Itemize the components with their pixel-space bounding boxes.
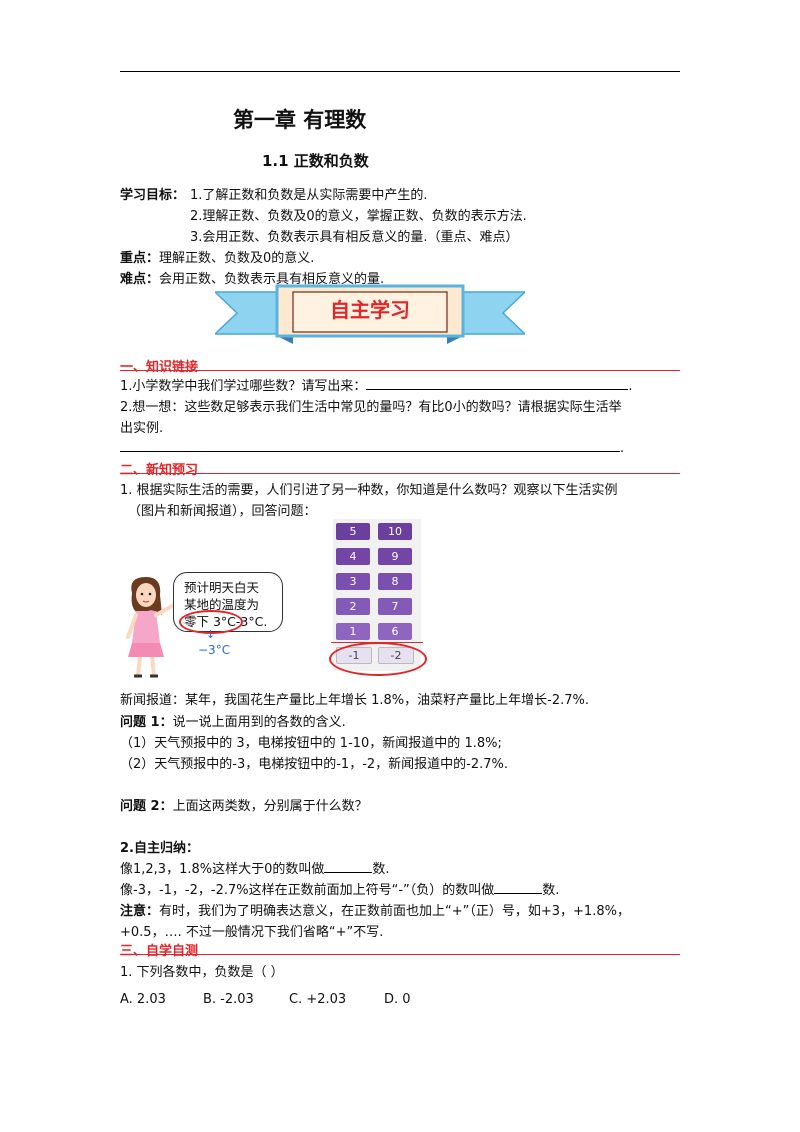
summary-2-end: 数. [542,883,560,898]
girl-teacher-icon [126,577,176,678]
part1-q2-line1: 2.想一想：这些数足够表示我们生活中常见的量吗？有比0小的数吗？请根据实际生活举 [120,400,622,415]
summary-2: 像-3，-1，-2，-2.7%这样在正数前面加上符号“-”（负）的数叫做 数. [120,879,559,898]
question-2-label: 问题 2： [120,799,173,814]
goal-item: 1.了解正数和负数是从实际需要中产生的. [190,188,428,203]
key-point: 重点：理解正数、负数及0的意义. [120,247,314,266]
elevator-button: 6 [378,623,412,640]
key-point-text: 理解正数、负数及0的意义. [159,251,315,266]
answer-blank[interactable] [324,859,373,873]
arrow-down-icon: ↓ [206,628,216,641]
option-c[interactable]: C. +2.03 [289,992,347,1007]
elevator-button: 10 [378,523,412,540]
elevator-button: 9 [378,548,412,565]
chapter-title: 第一章 有理数 [233,108,367,132]
part3-divider [120,954,680,955]
option-d[interactable]: D. 0 [384,992,411,1007]
question-1-text: 说一说上面用到的各数的含义. [172,715,346,730]
goal-item: 2.理解正数、负数及0的意义，掌握正数、负数的表示方法. [190,209,527,224]
part1-heading: 一、知识链接 [120,360,199,375]
top-rule [120,71,680,72]
part1-q1-end: . [628,379,633,394]
part1-q1: 1.小学数学中我们学过哪些数？请写出来：. [120,375,633,394]
elevator-button: 5 [336,523,370,540]
difficulty-text: 会用正数、负数表示具有相反意义的量. [159,272,385,287]
part2-intro-line1: 1. 根据实际生活的需要，人们引进了另一种数，你知道是什么数吗？观察以下生活实例 [120,483,618,498]
elevator-button: 2 [336,598,370,615]
summary-1: 像1,2,3，1.8%这样大于0的数叫做 数. [120,858,390,877]
banner-text: 自主学习 [330,298,410,322]
bubble-line: 某地的温度为 [184,597,260,612]
question-1: 问题 1：说一说上面用到的各数的含义. [120,711,346,730]
note-line2: +0.5，…. 不过一般情况下我们省略“+”不写. [120,925,384,940]
summary-2-text: 像-3，-1，-2，-2.7%这样在正数前面加上符号“-”（负）的数叫做 [120,883,495,898]
elevator-button: 4 [336,548,370,565]
part3-q1: 1. 下列各数中，负数是（ ） [120,965,284,980]
question-1-label: 问题 1： [120,715,173,730]
part1-q2-line2: 出实例. [120,421,164,436]
part1-q2-end: . [620,441,625,456]
highlight-ellipse [179,610,243,634]
elevator-button: 3 [336,573,370,590]
elevator-button: 1 [336,623,370,640]
key-point-label: 重点： [120,251,160,266]
highlight-ellipse [329,642,427,676]
note-label: 注意： [120,904,160,919]
news-text: 新闻报道：某年，我国花生产量比上年增长 1.8%，油菜籽产量比上年增长-2.7%… [120,693,590,708]
option-a[interactable]: A. 2.03 [120,992,166,1007]
bubble-line: 预计明天白天 [184,580,260,595]
part2-divider [120,473,680,474]
part1-q1-text: 1.小学数学中我们学过哪些数？请写出来： [120,379,367,394]
part2-heading: 二、新知预习 [120,463,199,478]
goal-item: 3.会用正数、负数表示具有相反意义的量.（重点、难点） [190,230,519,245]
goals-label: 学习目标： [120,188,186,203]
question-2: 问题 2：上面这两类数，分别属于什么数？ [120,795,368,814]
part2-intro-line2: （图片和新闻报道），回答问题： [128,504,317,519]
part1-divider [120,370,680,371]
question-2-text: 上面这两类数，分别属于什么数？ [172,799,368,814]
question-1-answer-2: （2）天气预报中的-3，电梯按钮中的-1，-2，新闻报道中的-2.7%. [120,757,509,772]
section-title: 1.1 正数和负数 [262,152,369,170]
option-b[interactable]: B. -2.03 [203,992,254,1007]
difficulty-label: 难点： [120,272,160,287]
temp-label: −3°C [198,643,231,657]
difficulty: 难点：会用正数、负数表示具有相反意义的量. [120,268,384,287]
part3-heading: 三、自学自测 [120,944,199,959]
answer-blank[interactable] [494,880,543,894]
summary-1-end: 数. [372,862,390,877]
ribbon-icon [213,284,527,344]
note-line1: 有时，我们为了明确表达意义，在正数前面也加上“+”（正）号，如+3，+1.8%， [159,904,630,919]
answer-blank[interactable] [120,438,620,452]
summary-1-text: 像1,2,3，1.8%这样大于0的数叫做 [120,862,325,877]
part1-q2-answer: . [120,438,624,456]
summary-label: 2.自主归纳： [120,841,199,856]
elevator-button: 8 [378,573,412,590]
self-study-banner: 自主学习 [213,284,527,346]
elevator-button: 7 [378,598,412,615]
question-1-answer-1: （1）天气预报中的 3，电梯按钮中的 1-10，新闻报道中的 1.8%; [120,736,502,751]
note: 注意：有时，我们为了明确表达意义，在正数前面也加上“+”（正）号，如+3，+1.… [120,900,630,919]
answer-blank[interactable] [366,376,629,390]
